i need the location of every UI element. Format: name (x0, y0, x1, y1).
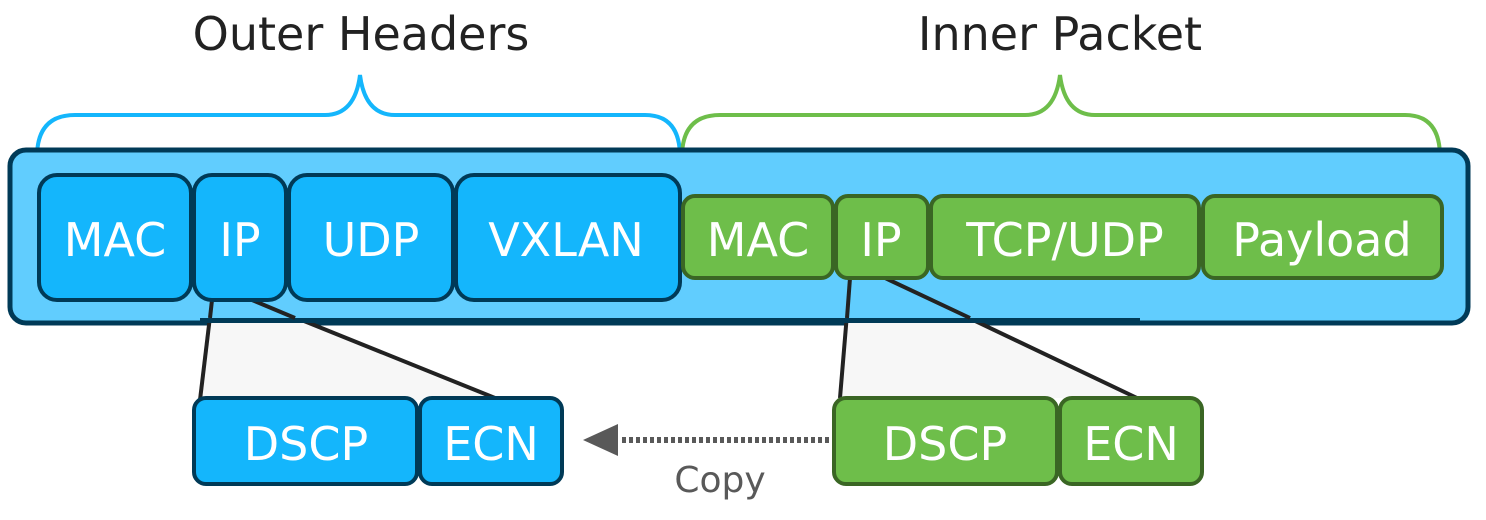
outer-ecn-box: ECN (418, 396, 564, 486)
outer-ip-zoom-line-left-top (208, 299, 214, 319)
outer-dscp-box: DSCP (192, 396, 419, 486)
outer-vxlan-label: VXLAN (488, 213, 644, 267)
copy-label: Copy (674, 460, 765, 501)
outer-ip-zoom-area (200, 300, 500, 400)
outer-headers-title: Outer Headers (193, 7, 530, 61)
inner-mac-label: MAC (707, 213, 809, 267)
outer-ecn-label: ECN (443, 417, 539, 471)
inner-ecn-label: ECN (1083, 417, 1179, 471)
inner-payload-label: Payload (1232, 213, 1411, 267)
outer-ip-label: IP (219, 213, 260, 267)
inner-ip-label: IP (860, 213, 901, 267)
outer-dscp-label: DSCP (244, 417, 368, 471)
outer-udp-label: UDP (323, 213, 420, 267)
inner-dscp-label: DSCP (883, 417, 1007, 471)
outer-ip-box: IP (192, 173, 288, 302)
outer-ip-zoom-line-right-top (251, 298, 296, 320)
inner-ip-zoom-line-left-top (845, 277, 852, 319)
inner-packet-title: Inner Packet (918, 7, 1202, 61)
outer-udp-box: UDP (287, 173, 455, 302)
inner-packet-brace (680, 74, 1442, 158)
outer-zoom-cover (205, 300, 485, 318)
inner-ip-zoom-line-right-top (884, 276, 971, 320)
outer-mac-label: MAC (64, 213, 166, 267)
inner-zoom-cover (840, 280, 1140, 318)
inner-ecn-box: ECN (1058, 396, 1204, 486)
outer-vxlan-box: VXLAN (454, 173, 682, 302)
outer-headers-brace (35, 74, 682, 158)
inner-payload-box: Payload (1201, 194, 1444, 280)
inner-mac-box: MAC (681, 194, 835, 280)
inner-tcp-udp-box: TCP/UDP (929, 194, 1201, 280)
outer-mac-box: MAC (37, 173, 193, 302)
inner-dscp-box: DSCP (832, 396, 1059, 486)
inner-tcp-udp-label: TCP/UDP (965, 213, 1164, 267)
copy-arrowhead-icon (583, 424, 618, 456)
inner-ip-box: IP (834, 194, 930, 280)
